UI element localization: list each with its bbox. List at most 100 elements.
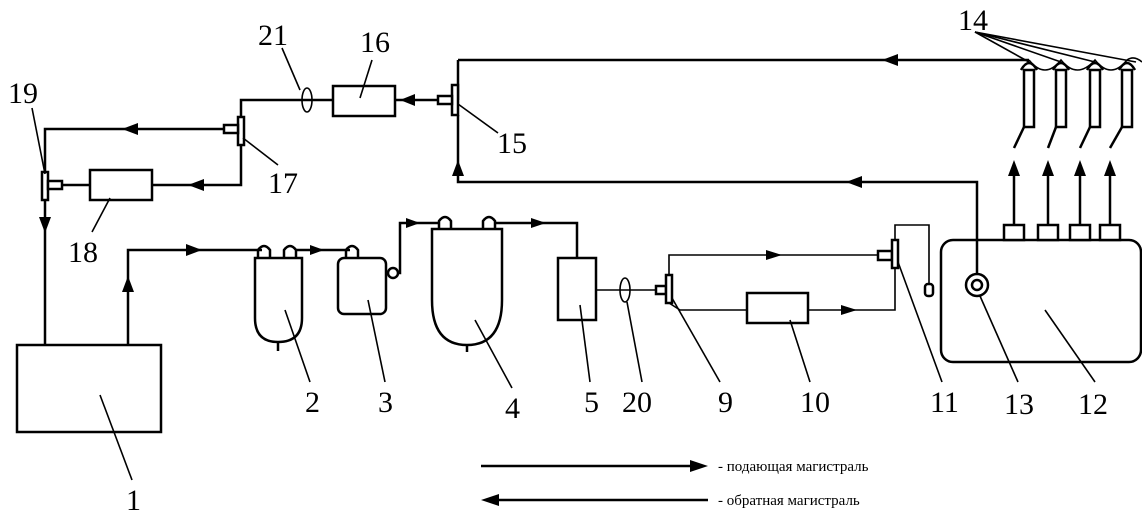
label-5: 5 bbox=[584, 386, 599, 419]
tee17-to-device18 bbox=[152, 145, 243, 187]
label-19: 19 bbox=[8, 77, 38, 110]
tee-15 bbox=[436, 94, 454, 106]
hp-arrow-4 bbox=[1104, 160, 1116, 176]
label-15: 15 bbox=[497, 127, 527, 160]
branch-upper-9-11 bbox=[668, 254, 888, 275]
leader-14-b bbox=[974, 31, 1062, 63]
leader-21 bbox=[281, 47, 301, 91]
label-2: 2 bbox=[305, 386, 320, 419]
pump-section-1 bbox=[1002, 223, 1026, 242]
branch-lower-10-11 bbox=[808, 265, 896, 311]
hp-arrow-2 bbox=[1042, 160, 1054, 176]
return-arrow-down bbox=[39, 217, 51, 233]
return-arrow-top bbox=[882, 54, 898, 66]
leader-12 bbox=[1044, 309, 1096, 383]
filter-4 bbox=[430, 227, 504, 347]
legend-supply-arrow bbox=[690, 460, 708, 472]
leader-14-c bbox=[974, 31, 1096, 63]
leader-3 bbox=[367, 299, 386, 383]
leader-1 bbox=[99, 394, 133, 481]
label-9: 9 bbox=[718, 386, 733, 419]
return-arrow-left-lower bbox=[188, 179, 204, 191]
leader-17 bbox=[242, 137, 279, 166]
leader-15 bbox=[457, 103, 499, 134]
injector-1 bbox=[1012, 61, 1039, 149]
injection-pump-12 bbox=[939, 238, 1142, 364]
label-18: 18 bbox=[68, 236, 98, 269]
pump-12-inlet bbox=[923, 282, 935, 298]
label-3: 3 bbox=[378, 386, 393, 419]
label-13: 13 bbox=[1004, 388, 1034, 421]
filter-2-cap-left bbox=[256, 244, 272, 258]
pump-section-3 bbox=[1068, 223, 1092, 242]
tee11-to-pump12 bbox=[894, 224, 930, 285]
tank-1 bbox=[15, 343, 163, 434]
valve-13-inner bbox=[970, 278, 984, 292]
label-1: 1 bbox=[126, 484, 141, 515]
branch-lower-9-10 bbox=[668, 302, 747, 311]
tee-11-body bbox=[890, 238, 900, 270]
leader-13 bbox=[979, 295, 1019, 383]
leader-14-a bbox=[974, 31, 1030, 63]
leader-20 bbox=[626, 301, 643, 383]
label-21: 21 bbox=[258, 19, 288, 52]
supply-arrow-branch-upper bbox=[766, 250, 782, 260]
injector-4 bbox=[1108, 61, 1137, 149]
supply-arrow-up bbox=[122, 276, 134, 292]
pump-3 bbox=[336, 256, 388, 316]
pump-3-outlet bbox=[386, 266, 400, 280]
filter-2-cap-right bbox=[282, 244, 298, 258]
device-16 bbox=[331, 84, 397, 118]
label-4: 4 bbox=[505, 392, 520, 425]
hp-arrow-3 bbox=[1074, 160, 1086, 176]
filter-4-cap-right bbox=[481, 215, 497, 229]
device-18 bbox=[88, 168, 154, 202]
leader-18 bbox=[91, 197, 111, 233]
supply-arrow-branch-lower bbox=[841, 305, 857, 315]
leader-2 bbox=[284, 309, 311, 383]
tee-9 bbox=[654, 284, 668, 296]
tee-9-body bbox=[664, 273, 674, 305]
supply-arrow-right-2 bbox=[310, 245, 324, 255]
supply-arrow-right-4 bbox=[531, 218, 546, 228]
pump-section-2 bbox=[1036, 223, 1060, 242]
pump-section-4 bbox=[1098, 223, 1122, 242]
device-10 bbox=[745, 291, 810, 325]
label-10: 10 bbox=[800, 386, 830, 419]
valve-20 bbox=[619, 277, 631, 303]
leader-16 bbox=[359, 59, 373, 99]
label-17: 17 bbox=[268, 167, 298, 200]
supply-line-tank-to-filter2 bbox=[126, 248, 262, 345]
tee17-to-tee19-upper bbox=[43, 127, 224, 172]
label-11: 11 bbox=[930, 386, 959, 419]
injector-2 bbox=[1046, 61, 1071, 149]
return-line-from-13 bbox=[456, 115, 979, 274]
label-20: 20 bbox=[622, 386, 652, 419]
legend-supply-text: - подающая магистраль bbox=[718, 459, 869, 475]
leader-10 bbox=[789, 319, 811, 383]
injector-3 bbox=[1078, 61, 1105, 149]
return-arrow-to-16 bbox=[400, 94, 415, 106]
return-arrow-up-15 bbox=[452, 160, 464, 176]
filter4-to-device5 bbox=[495, 221, 579, 258]
supply-arrow-right-3 bbox=[406, 218, 420, 228]
device-5 bbox=[556, 256, 598, 322]
leader-5 bbox=[579, 304, 591, 383]
filter-2 bbox=[253, 256, 304, 344]
legend-return-arrow bbox=[481, 494, 499, 506]
leader-14-d bbox=[974, 31, 1137, 63]
leader-4 bbox=[474, 319, 513, 389]
label-14: 14 bbox=[958, 4, 988, 37]
label-12: 12 bbox=[1078, 388, 1108, 421]
hp-arrow-1 bbox=[1008, 160, 1020, 176]
filter-4-cap-left bbox=[437, 215, 453, 229]
leader-11 bbox=[897, 261, 943, 383]
tee-11 bbox=[876, 249, 894, 262]
label-16: 16 bbox=[360, 26, 390, 59]
tee-19 bbox=[46, 179, 64, 191]
return-arrow-left-upper bbox=[122, 123, 138, 135]
leader-9 bbox=[671, 297, 721, 383]
return-arrow-mid bbox=[846, 176, 862, 188]
valve-21 bbox=[301, 87, 313, 113]
tee-17 bbox=[222, 123, 240, 135]
